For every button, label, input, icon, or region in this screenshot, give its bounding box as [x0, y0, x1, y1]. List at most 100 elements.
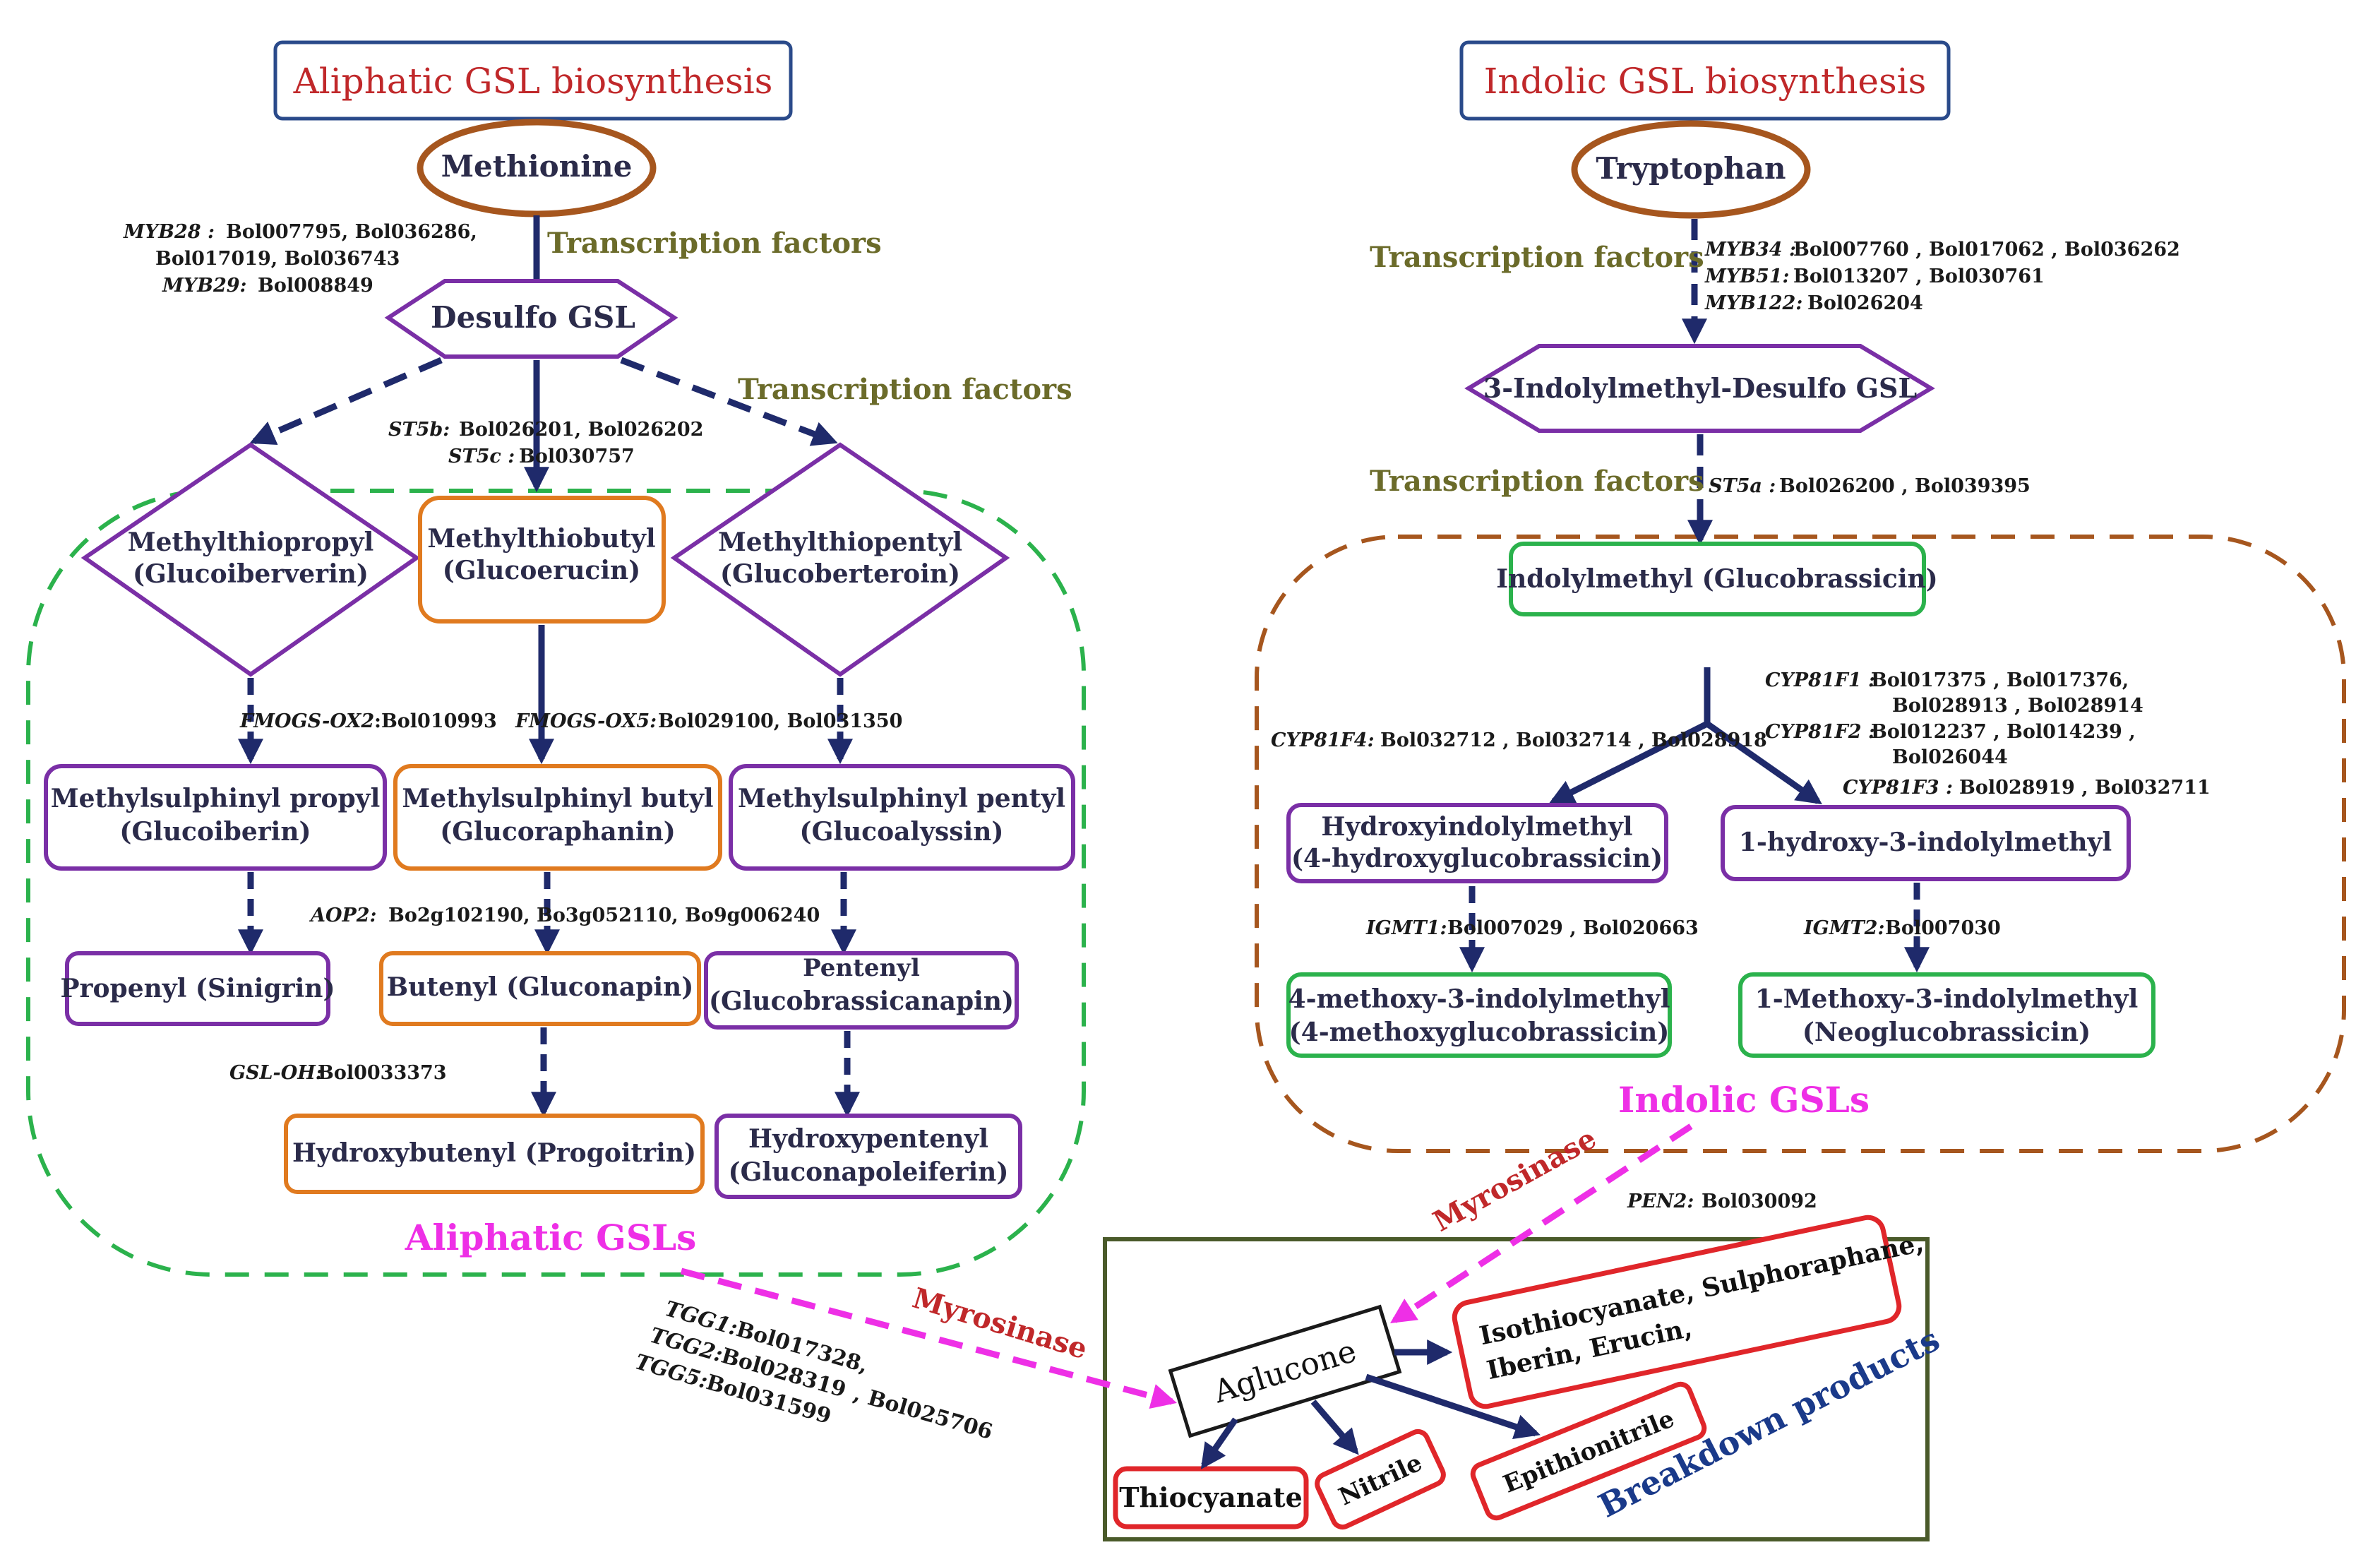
igmt1-genes: Bol007029 , Bol020663	[1447, 917, 1699, 939]
hydroxyindolylmethyl-label-1: Hydroxyindolylmethyl	[1321, 812, 1632, 842]
methylthiobutyl-label-1: Methylthiobutyl	[427, 524, 655, 554]
indolic-title: Indolic GSL biosynthesis	[1484, 61, 1927, 102]
aliphatic-gsl-region	[26, 489, 1086, 1277]
aglucone-node	[1168, 1304, 1402, 1438]
propenyl-node	[65, 951, 330, 1026]
hydroxypentenyl-node	[714, 1114, 1022, 1199]
gsl-oh-label: GSL-OH:	[229, 1062, 323, 1084]
arrow-fork-onehydroxy	[1705, 721, 1822, 805]
myrosinase-arrow-aliphatic	[680, 1267, 1177, 1409]
myb29-genes: Bol008849	[258, 275, 373, 297]
st5a-label: ST5a :	[1709, 475, 1776, 497]
indolic-title-box	[1459, 40, 1951, 121]
myb51-label: MYB51:	[1704, 266, 1790, 287]
myb34-genes: Bol007760 , Bol017062 , Bol036262	[1793, 239, 2180, 261]
myrosinase-label-right: Myrosinase	[1428, 1122, 1602, 1239]
methoxy4-label-2: (4-methoxyglucobrassicin)	[1289, 1018, 1670, 1047]
methylsulphinyl-pentyl-label-1: Methylsulphinyl pentyl	[738, 784, 1065, 813]
hydroxypentenyl-label-1: Hydroxypentenyl	[748, 1124, 988, 1154]
one-hydroxy-node	[1721, 805, 2131, 881]
aop2-label: AOP2:	[309, 905, 377, 926]
cyp81f2-label: CYP81F2 :	[1765, 721, 1875, 743]
igmt2-genes: Bol007030	[1885, 917, 2001, 939]
hydroxyindolylmethyl-node	[1286, 803, 1668, 883]
cyp81f3-genes: Bol028919 , Bol032711	[1959, 777, 2211, 799]
epithionitrile-node	[1470, 1381, 1707, 1521]
indolyl-desulfo-label: 3-Indolylmethyl-Desulfo GSL	[1483, 372, 1917, 404]
indolic-gsls-label: Indolic GSLs	[1618, 1079, 1870, 1121]
methoxy1-label-1: 1-Methoxy-3-indolylmethyl	[1755, 984, 2139, 1014]
methylsulphinyl-butyl-label-2: (Glucoraphanin)	[440, 817, 676, 847]
pen2-label: PEN2:	[1627, 1191, 1694, 1212]
methylthiopentyl-label-2: (Glucoberteroin)	[720, 559, 960, 589]
methylsulphinyl-pentyl-label-2: (Glucoalyssin)	[800, 817, 1004, 847]
arrow-aglucone-nitrile	[1310, 1400, 1359, 1455]
hydroxybutenyl-label: Hydroxybutenyl (Progoitrin)	[292, 1138, 696, 1168]
aliphatic-title: Aliphatic GSL biosynthesis	[293, 61, 773, 102]
igmt1-label: IGMT1:	[1365, 917, 1447, 939]
methylthiopentyl-label-1: Methylthiopentyl	[718, 527, 962, 557]
aliphatic-gsls-label: Aliphatic GSLs	[405, 1217, 697, 1258]
methoxy4-label-1: 4-methoxy-3-indolylmethyl	[1288, 984, 1670, 1014]
indolic-tf-label-1: Transcription factors	[1370, 241, 1704, 274]
methoxy4-node	[1286, 972, 1672, 1058]
st5c-label: ST5c :	[448, 446, 515, 467]
igmt2-label: IGMT2:	[1803, 917, 1884, 939]
one-hydroxy-label: 1-hydroxy-3-indolylmethyl	[1739, 828, 2112, 857]
methylthiopropyl-label-1: Methylthiopropyl	[128, 527, 374, 557]
myb122-genes: Bol026204	[1807, 292, 1923, 314]
myb51-genes: Bol013207 , Bol030761	[1793, 266, 2045, 287]
hydroxyindolylmethyl-label-2: (4-hydroxyglucobrassicin)	[1291, 844, 1663, 873]
butenyl-label: Butenyl (Gluconapin)	[387, 972, 694, 1002]
cyp81f4-genes: Bol032712 , Bol032714 , Bol028918	[1380, 729, 1767, 751]
arrow-aglucone-epithionitrile	[1365, 1373, 1541, 1439]
myb34-label: MYB34 :	[1704, 239, 1796, 261]
glucobrassicin-label: Indolylmethyl (Glucobrassicin)	[1496, 564, 1937, 594]
methylsulphinyl-propyl-label-2: (Glucoiberin)	[119, 817, 311, 847]
methylsulphinyl-butyl-node	[393, 764, 722, 871]
gsl-oh-genes: Bol0033373	[318, 1062, 447, 1084]
myb29-label: MYB29:	[162, 275, 247, 297]
arrow-fork-hydroxy	[1548, 720, 1709, 805]
pentenyl-node	[704, 951, 1019, 1030]
myb28-genes-2: Bol017019, Bol036743	[155, 248, 400, 270]
myrosinase-arrow-indolic	[1389, 1123, 1693, 1323]
methylsulphinyl-propyl-label-1: Methylsulphinyl propyl	[51, 784, 381, 813]
fmo-ox5-label: FMOGS-OX5:	[515, 710, 657, 732]
indolic-tf-label-2: Transcription factors	[1370, 465, 1704, 498]
propenyl-label: Propenyl (Sinigrin)	[60, 974, 335, 1003]
desulfo-gsl-label: Desulfo GSL	[431, 300, 635, 335]
arrow-aglucone-thiocyanate	[1200, 1417, 1238, 1469]
pen2-genes: Bol030092	[1702, 1191, 1817, 1212]
myrosinase-label-left: Myrosinase	[909, 1282, 1092, 1366]
methylthiopropyl-label-2: (Glucoiberverin)	[133, 559, 369, 589]
methylthiopropyl-node	[80, 442, 421, 677]
arrow-desulfo-propyl	[249, 357, 443, 446]
aliphatic-tf-label-1: Transcription factors	[547, 227, 882, 260]
cyp81f4-label: CYP81F4:	[1271, 729, 1375, 751]
butenyl-node	[379, 951, 701, 1026]
methylthiobutyl-node	[418, 496, 666, 624]
cyp81f1-label: CYP81F1 :	[1765, 669, 1875, 691]
cyp81f1-genes-1: Bol017375 , Bol017376,	[1871, 669, 2129, 691]
indolic-gsl-region	[1255, 535, 2346, 1153]
glucobrassicin-node	[1509, 542, 1926, 616]
myb28-genes-1: Bol007795, Bol036286,	[226, 221, 477, 243]
methionine-node	[417, 119, 657, 217]
aop2-genes: Bo2g102190, Bo3g052110, Bo9g006240	[388, 905, 820, 926]
methoxy1-node	[1738, 972, 2155, 1058]
methoxy1-label-2: (Neoglucobrassicin)	[1802, 1018, 2091, 1047]
indolyl-desulfo-node	[1464, 344, 1935, 433]
hydroxybutenyl-node	[284, 1114, 705, 1194]
tgg2-genes-b: , Bol025706	[851, 1381, 995, 1445]
methylthiopentyl-node	[670, 442, 1010, 677]
pentenyl-label-1: Pentenyl	[803, 954, 920, 982]
st5a-genes: Bol026200 , Bol039395	[1779, 475, 2031, 497]
nitrile-node	[1315, 1428, 1446, 1530]
fmo-ox2-label: FMOGS-OX2	[239, 710, 374, 732]
myb28-label: MYB28 :	[123, 221, 215, 243]
cyp81f2-genes-1: Bol012237 , Bol014239 ,	[1871, 721, 2136, 743]
isothiocyanate-node	[1452, 1215, 1902, 1409]
tryptophan-node	[1571, 120, 1811, 219]
